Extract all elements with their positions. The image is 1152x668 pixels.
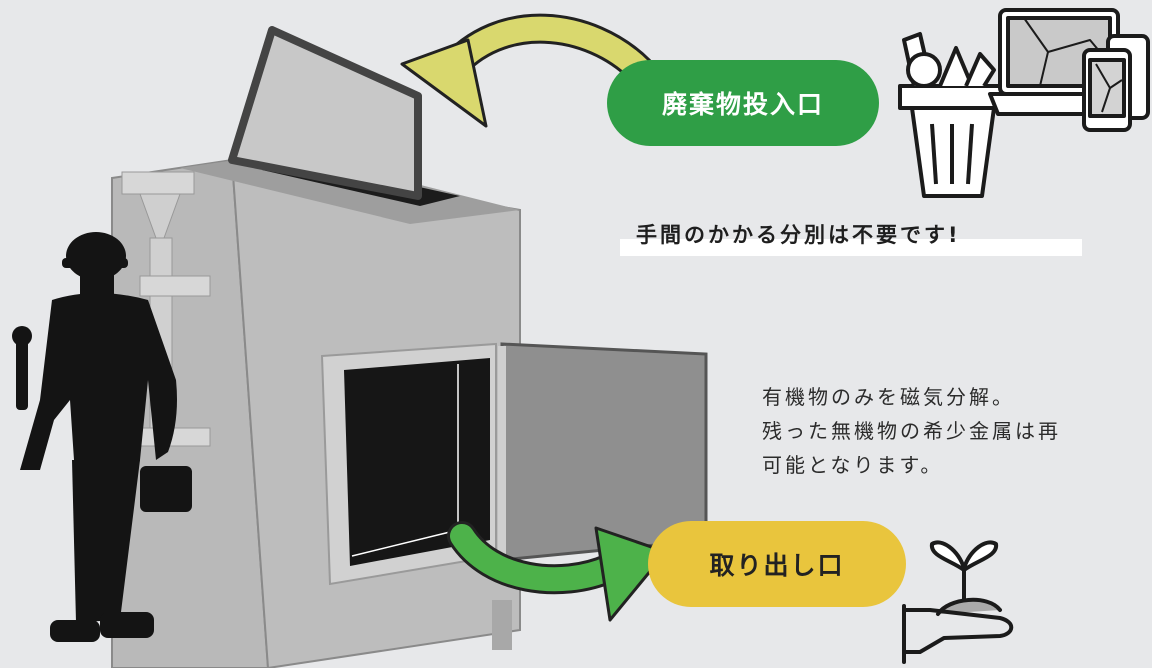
description-line-3: 可能となります。 xyxy=(762,453,944,477)
side-pipe-bar-mid xyxy=(139,275,211,297)
input-port-label: 廃棄物投入口 xyxy=(607,60,879,146)
description-line-1: 有機物のみを磁気分解。 xyxy=(762,385,1015,409)
door-edge xyxy=(498,346,506,558)
sprout-in-hand-icon xyxy=(902,540,1014,664)
broken-phone-icon xyxy=(1082,34,1150,132)
description: 有機物のみを磁気分解。 残った無機物の希少金属は再 可能となります。 xyxy=(762,380,1152,500)
machine-lid xyxy=(228,26,422,200)
side-pipe-bar-low xyxy=(139,427,211,447)
trash-can-icon xyxy=(898,32,1006,198)
output-chamber xyxy=(344,358,490,566)
output-arrow xyxy=(447,521,668,622)
side-pipe-bar-top xyxy=(121,171,195,195)
tagline: 手間のかかる分別は不要です! xyxy=(620,214,1082,256)
output-port-label: 取り出し口 xyxy=(648,521,906,607)
description-line-2: 残った無機物の希少金属は再 xyxy=(762,419,1061,443)
worker-silhouette-icon xyxy=(12,232,192,642)
machine-leg xyxy=(492,600,512,650)
input-arrow xyxy=(400,13,655,128)
